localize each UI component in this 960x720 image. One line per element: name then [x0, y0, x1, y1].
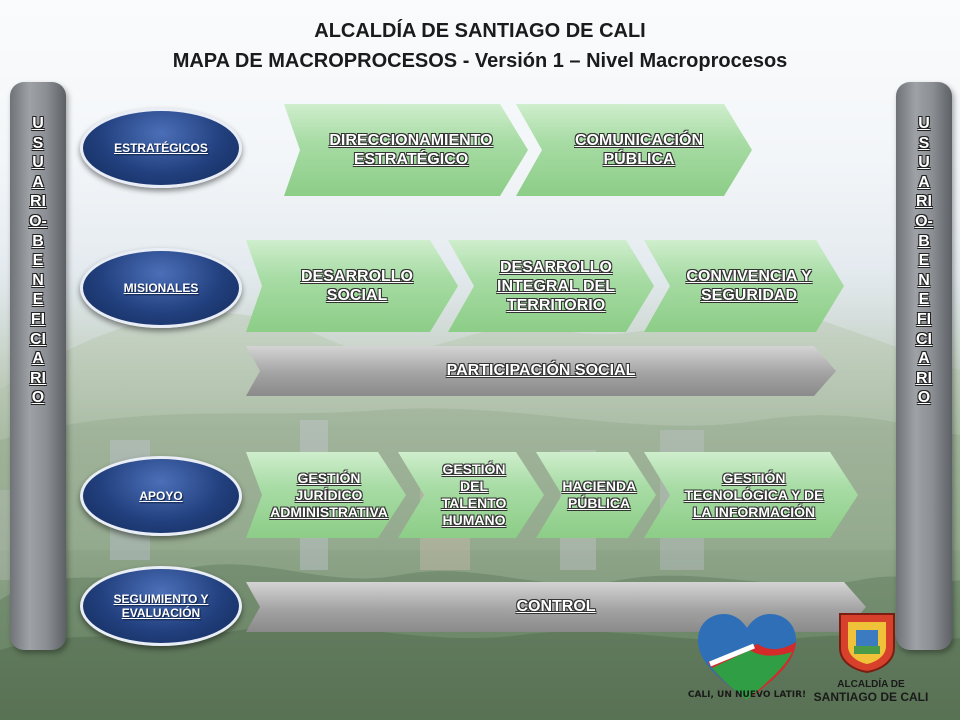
sidebar-right-label: USUARIO-BENEFICIARIO — [915, 115, 933, 407]
cali-slogan: CALI, UN NUEVO LATIR! — [687, 690, 807, 700]
process-desarrollo-social[interactable]: DESARROLLO SOCIAL — [246, 240, 458, 332]
alcaldia-logo-line1: ALCALDÍA DE — [837, 679, 905, 690]
process-direccionamiento-estrategico[interactable]: DIRECCIONAMIENTO ESTRATÉGICO — [284, 104, 528, 196]
category-seguimiento-evaluacion[interactable]: SEGUIMIENTO Y EVALUACIÓN — [80, 566, 242, 646]
alcaldia-seal-icon — [839, 613, 895, 674]
sidebar-right-usuario-beneficiario: USUARIO-BENEFICIARIO — [896, 82, 952, 650]
cali-heart-logo-icon — [698, 614, 796, 700]
category-apoyo[interactable]: APOYO — [80, 456, 242, 536]
page-subtitle: MAPA DE MACROPROCESOS - Versión 1 – Nive… — [172, 50, 788, 72]
sidebar-left-usuario-beneficiario: USUARIO-BENEFICIARIO — [10, 82, 66, 650]
page-title: ALCALDÍA DE SANTIAGO DE CALI — [314, 20, 646, 42]
process-comunicacion-publica[interactable]: COMUNICACIÓN PÚBLICA — [516, 104, 752, 196]
process-convivencia-seguridad[interactable]: CONVIVENCIA Y SEGURIDAD — [644, 240, 844, 332]
sidebar-left-label: USUARIO-BENEFICIARIO — [29, 115, 47, 407]
category-estrategicos[interactable]: ESTRATÉGICOS — [80, 108, 242, 188]
alcaldia-logo-line2: SANTIAGO DE CALI — [813, 690, 929, 704]
process-participacion-social[interactable]: PARTICIPACIÓN SOCIAL — [246, 346, 836, 396]
process-gestion-tecnologica-informacion[interactable]: GESTIÓN TECNOLÓGICA Y DE LA INFORMACIÓN — [644, 452, 858, 538]
category-misionales[interactable]: MISIONALES — [80, 248, 242, 328]
process-gestion-juridico-administrativa[interactable]: GESTIÓN JURÍDICO ADMINISTRATIVA — [246, 452, 406, 538]
alcaldia-logo-text: ALCALDÍA DE SANTIAGO DE CALI — [802, 678, 940, 704]
process-desarrollo-integral-territorio[interactable]: DESARROLLO INTEGRAL DEL TERRITORIO — [448, 240, 654, 332]
